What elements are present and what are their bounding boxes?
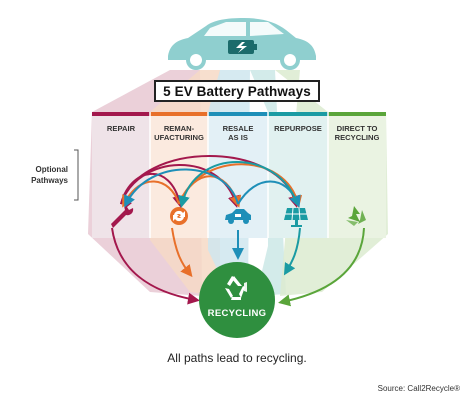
pathway-label-repurpose: REPURPOSE [274, 124, 322, 133]
pathway-label-repair: REPAIR [106, 124, 136, 133]
pathway-label-resale: RESALE AS IS [222, 124, 254, 142]
optional-bracket [74, 149, 79, 201]
car-icon [225, 209, 251, 224]
wrench-icon [111, 202, 134, 228]
pathway-label-remanufacturing: REMAN- UFACTURING [154, 124, 204, 142]
source-credit: Source: Call2Recycle® [377, 384, 460, 393]
diagram-title: 5 EV Battery Pathways [154, 80, 320, 102]
recycling-badge [199, 262, 275, 338]
caption: All paths lead to recycling. [167, 351, 307, 365]
solar-panel-icon [284, 207, 308, 227]
electric-car-icon [168, 18, 316, 70]
pathway-label-direct-recycling: DIRECT TO RECYCLING [334, 124, 380, 142]
optional-arrows [120, 155, 303, 208]
recycle-leaf-icon [346, 206, 366, 226]
optional-pathways-label: Optional Pathways [31, 165, 68, 185]
column-top-bars [92, 112, 386, 116]
recycling-label: RECYCLING [207, 308, 267, 319]
recycling-arrows [111, 227, 365, 307]
remanufacturing-icon [170, 207, 188, 225]
